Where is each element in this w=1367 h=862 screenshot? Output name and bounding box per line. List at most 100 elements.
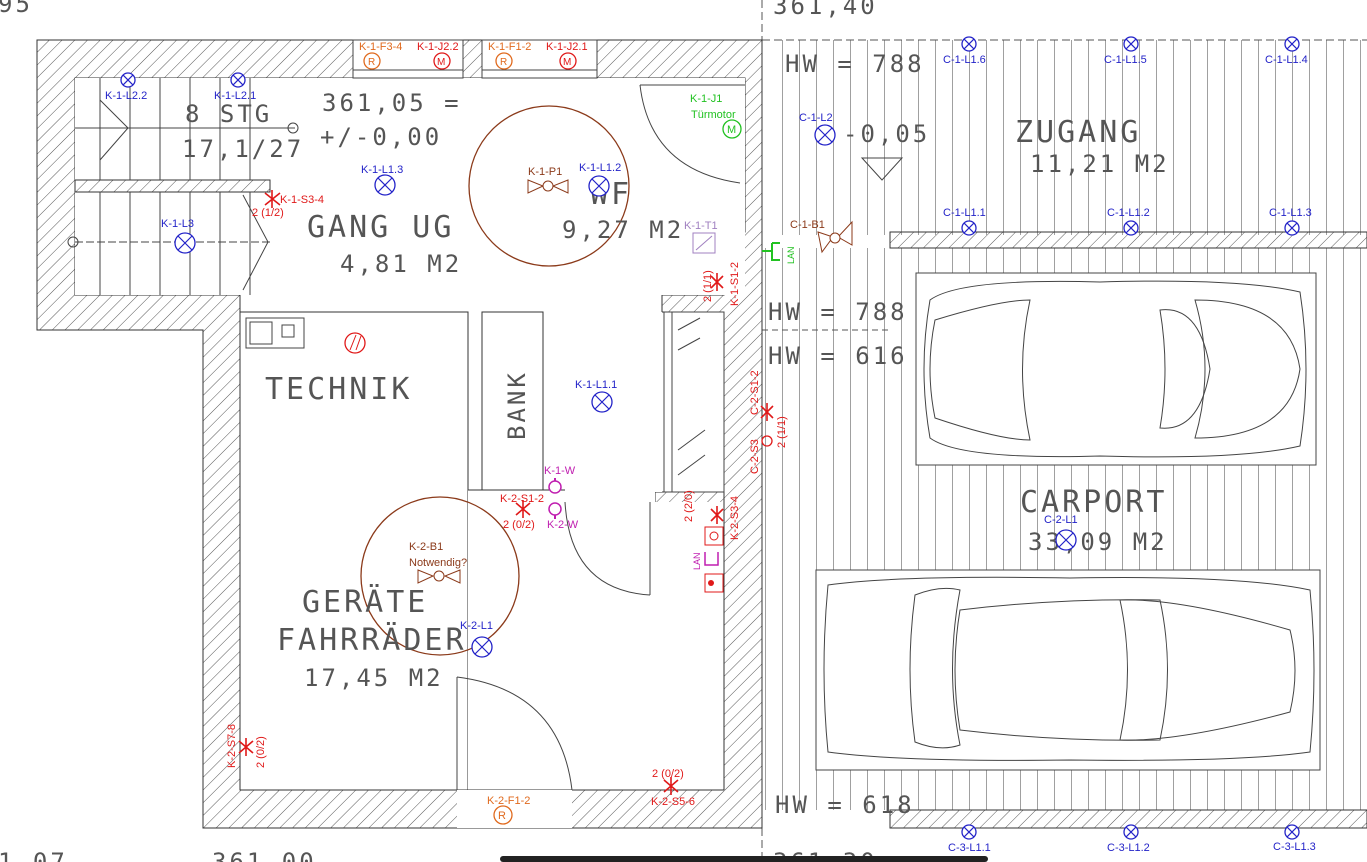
outlet-k1j22[interactable]: K-1-J2.2 M [417, 41, 459, 70]
svg-text:K-1-J2.1: K-1-J2.1 [546, 41, 588, 53]
hw-788-mid: HW = 788 [768, 298, 908, 326]
level-value: 361,05 = [322, 89, 462, 117]
water-k1w[interactable]: K-1-W [544, 465, 576, 494]
light-cross [963, 826, 975, 838]
light-c-3-l1-2[interactable]: C-3-L1.2 [1107, 824, 1150, 854]
light-c-1-l1-4[interactable]: C-1-L1.4 [1265, 36, 1308, 66]
light-c-1-l1-1[interactable]: C-1-L1.1 [943, 207, 986, 236]
outlet-k1f12[interactable]: K-1-F1-2 R [488, 41, 531, 70]
hw-618: HW = 618 [775, 791, 915, 819]
light-label: C-1-L1.3 [1269, 207, 1312, 219]
fan-k1p1[interactable]: K-1-P1 [527, 166, 569, 194]
thermostat-k1t1[interactable]: K-1-T1 [684, 220, 718, 254]
svg-text:K-1-J1: K-1-J1 [690, 93, 722, 105]
svg-text:M: M [727, 124, 736, 136]
fan-k2b1[interactable]: K-2-B1 Notwendig? [409, 541, 467, 584]
furniture [245, 311, 725, 493]
light-cross [594, 394, 610, 410]
water-k2w[interactable]: K-2-W [547, 502, 579, 531]
light-label: C-3-L1.1 [948, 842, 991, 854]
fan-c1b1[interactable]: C-1-B1 [790, 219, 853, 254]
zugang-area: 11,21 M2 [1030, 150, 1170, 178]
carport-name: CARPORT [1020, 485, 1167, 520]
switch-c2s12[interactable]: C-2-S1-2 2 (1/1) [749, 370, 788, 448]
svg-text:R: R [500, 57, 507, 68]
fan-zone-k1 [468, 105, 630, 267]
light-c-3-l1-3[interactable]: C-3-L1.3 [1273, 824, 1316, 853]
light-cross [963, 222, 975, 234]
switch-c2s3[interactable]: C-2-S3 [749, 435, 773, 474]
room-labels: 8 STG 17,1/27 361,05 = +/-0,00 GANG UG 4… [182, 89, 1170, 692]
outlet-k2f12[interactable]: K-2-F1-2 R [487, 795, 530, 825]
switch-k2s12[interactable]: K-2-S1-2 2 (0/2) [500, 493, 544, 531]
light-c-2-l1[interactable]: C-2-L1 [1044, 514, 1078, 551]
stairs-name: 8 STG [185, 100, 272, 128]
lan-zugang[interactable]: LAN [762, 242, 796, 264]
zugang-name: ZUGANG [1015, 115, 1141, 150]
light-label: C-2-L1 [1044, 514, 1078, 526]
scrollbar[interactable] [500, 856, 988, 862]
carport-area: 33,09 M2 [1028, 528, 1168, 556]
light-c-1-l1-5[interactable]: C-1-L1.5 [1104, 36, 1147, 66]
switch-k1s34[interactable]: K-1-S3-4 2 (1/2) [252, 190, 324, 219]
svg-text:K-2-S3-4: K-2-S3-4 [729, 496, 741, 540]
light-k-1-l1-3[interactable]: K-1-L1.3 [361, 164, 403, 196]
switch-k2s56[interactable]: 2 (0/2) K-2-S5-6 [651, 768, 695, 808]
light-label: K-1-L3 [161, 218, 194, 230]
light-cross [1125, 222, 1137, 234]
zugang-level: -0,05 [843, 120, 930, 148]
light-k-1-l2-1[interactable]: K-1-L2.1 [214, 72, 256, 102]
light-cross [817, 127, 833, 143]
dim-bottom-left: 1,07 [0, 848, 68, 862]
svg-text:Notwendig?: Notwendig? [409, 557, 467, 569]
door-motor-k1j1[interactable]: K-1-J1 Türmotor M [690, 93, 742, 139]
gang-area: 4,81 M2 [340, 250, 462, 278]
switch-k2s78[interactable]: K-2-S7-8 2 (0/2) [226, 724, 267, 768]
light-k-2-l1[interactable]: K-2-L1 [460, 620, 493, 658]
svg-text:2 (1/2): 2 (1/2) [252, 207, 284, 219]
fans: K-1-P1 C-1-B1 K-2-B1 Notwendig? [344, 166, 853, 584]
light-k-1-l1-1[interactable]: K-1-L1.1 [575, 379, 617, 413]
switch-k1s12[interactable]: K-1-S1-2 2 (1/1) [702, 262, 741, 306]
svg-text:C-2-S1-2: C-2-S1-2 [749, 370, 761, 415]
light-label: K-1-L1.2 [579, 162, 621, 174]
light-k-1-l1-2[interactable]: K-1-L1.2 [579, 162, 621, 197]
svg-text:K-1-S1-2: K-1-S1-2 [729, 262, 741, 306]
svg-text:K-2-S1-2: K-2-S1-2 [500, 493, 544, 505]
svg-text:K-1-F3-4: K-1-F3-4 [359, 41, 402, 53]
hw-788-top: HW = 788 [785, 50, 925, 78]
technik-name: TECHNIK [265, 372, 412, 407]
light-label: K-1-L2.2 [105, 90, 147, 102]
light-c-1-l1-6[interactable]: C-1-L1.6 [943, 36, 986, 66]
stairs [67, 78, 299, 295]
fan-zone-k2 [360, 496, 520, 656]
light-c-3-l1-1[interactable]: C-3-L1.1 [948, 824, 991, 854]
light-cross [963, 38, 975, 50]
car-top [915, 272, 1317, 466]
gang-name: GANG UG [307, 210, 454, 245]
light-c-1-l1-3[interactable]: C-1-L1.3 [1269, 207, 1312, 236]
lan-geraete[interactable]: LAN [692, 552, 724, 593]
switch-k2s34[interactable]: K-2-S3-4 2 (2/0) [683, 490, 741, 546]
light-k-1-l2-2[interactable]: K-1-L2.2 [105, 72, 147, 102]
svg-text:LAN: LAN [786, 246, 796, 264]
light-c-1-l1-2[interactable]: C-1-L1.2 [1107, 207, 1150, 236]
light-cross [591, 178, 607, 194]
dim-top-left: 95 [0, 0, 33, 18]
wf-area: 9,27 M2 [562, 216, 684, 244]
light-c-1-l2[interactable]: C-1-L2 [799, 112, 836, 146]
dim-bottom-mid: 361,00 [212, 848, 317, 862]
light-k-1-l3[interactable]: K-1-L3 [161, 218, 196, 254]
outlet-k1j21[interactable]: K-1-J2.1 M [546, 41, 588, 70]
smoke-detector-technik[interactable] [344, 332, 366, 354]
light-cross [1058, 532, 1074, 548]
svg-text:R: R [368, 57, 375, 68]
outlet-k1f34[interactable]: K-1-F3-4 R [359, 41, 402, 70]
switches: K-1-S3-4 2 (1/2) K-1-S1-2 2 (1/1) C-2-S1… [226, 190, 788, 808]
light-label: C-1-L1.6 [943, 54, 986, 66]
light-cross [1286, 222, 1298, 234]
fahrraeder-name: FAHRRÄDER [277, 622, 467, 658]
svg-text:K-1-P1: K-1-P1 [528, 166, 562, 178]
car-bottom [815, 569, 1321, 771]
